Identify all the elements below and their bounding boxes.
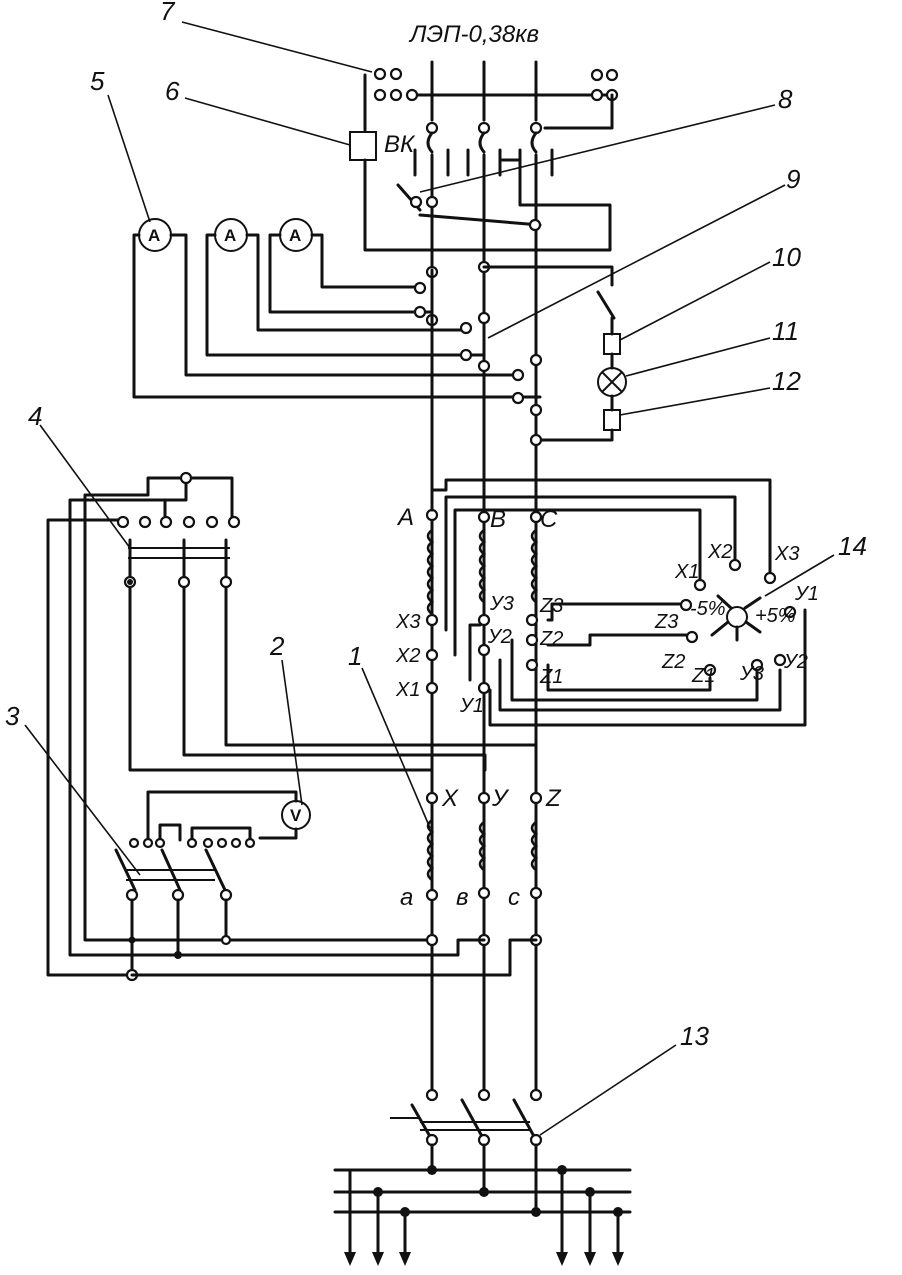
sec-c: c [508, 884, 520, 911]
callout-8: 8 [778, 84, 793, 114]
callout-4: 4 [28, 401, 42, 431]
sec-b: в [456, 884, 469, 911]
sec-y: У [491, 785, 510, 812]
callout-13: 13 [680, 1021, 709, 1051]
line-title: ЛЭП-0,38кв [408, 21, 539, 48]
callout-1: 1 [348, 641, 362, 671]
sec-z: Z [545, 785, 562, 812]
secondary-windings: X У Z a в c [130, 785, 562, 977]
phase-b-label: B [490, 506, 506, 533]
sw-x1: X1 [674, 561, 699, 583]
callout-6: 6 [165, 76, 180, 106]
callout-leaders [24, 21, 835, 1136]
callout-3: 3 [5, 701, 20, 731]
control-circuit: ВК [349, 67, 619, 252]
tap-y1: У1 [459, 695, 484, 717]
relay-block [46, 471, 538, 977]
callout-12: 12 [772, 366, 801, 396]
phase-c-label: C [540, 506, 558, 533]
ammeter-3-label: A [289, 226, 301, 245]
callout-7: 7 [160, 0, 176, 26]
sw-z3: Z3 [654, 611, 678, 633]
sw-x3: X3 [774, 543, 799, 565]
callout-2: 2 [269, 631, 285, 661]
callout-10: 10 [772, 242, 801, 272]
tap-plus: +5% [755, 605, 796, 627]
tap-z1: Z1 [539, 666, 563, 688]
switch-label: ВК [384, 131, 416, 158]
sw-z1: Z1 [691, 665, 715, 687]
phase-a-label: A [396, 504, 414, 531]
voltmeter-label: V [290, 806, 302, 825]
ammeter-2-label: A [224, 226, 236, 245]
primary-windings: A B C X3 X2 X1 У3 У2 У1 Z3 Z2 Z1 [395, 504, 563, 717]
ammeter-1-label: A [148, 226, 160, 245]
sw-y1: У1 [794, 583, 819, 605]
sec-a: a [400, 884, 413, 911]
tap-minus: -5% [690, 598, 726, 620]
sw-x2: X2 [707, 541, 732, 563]
tap-x1: X1 [395, 679, 420, 701]
tap-x2: X2 [395, 645, 420, 667]
sw-y3: У3 [739, 663, 764, 685]
callout-9: 9 [786, 164, 800, 194]
output-breaker [333, 1088, 632, 1266]
callout-11: 11 [772, 316, 799, 346]
tap-y2: У2 [487, 626, 512, 648]
voltmeter-circuit: V [114, 790, 311, 982]
sw-z2: Z2 [661, 651, 685, 673]
tap-z2: Z2 [539, 628, 563, 650]
sec-x: X [441, 785, 459, 812]
tap-switch: X1 X2 X3 Z3 Z2 Z1 У1 У2 У3 -5% +5% [430, 478, 819, 727]
callout-14: 14 [838, 531, 867, 561]
lamp-circuit [477, 260, 627, 447]
ammeter-group: A A A [132, 218, 543, 1092]
tap-x3: X3 [395, 611, 420, 633]
sw-y2: У2 [783, 651, 808, 673]
tap-y3: У3 [489, 593, 514, 615]
callout-5: 5 [90, 66, 105, 96]
